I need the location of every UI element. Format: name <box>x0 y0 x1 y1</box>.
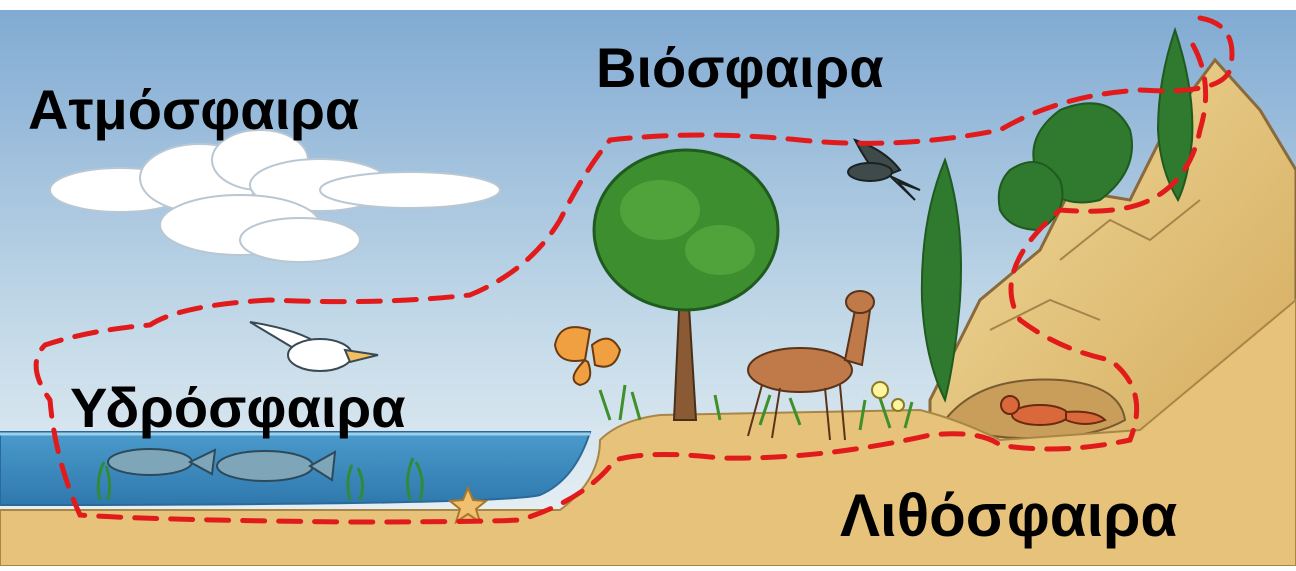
label-atmosphere: Ατμόσφαιρα <box>28 82 359 138</box>
image-border-top <box>0 0 1296 10</box>
label-lithosphere: Λιθόσφαιρα <box>840 486 1177 546</box>
label-hydrosphere: Υδρόσφαιρα <box>70 380 406 436</box>
label-biosphere: Βιόσφαιρα <box>596 40 884 96</box>
